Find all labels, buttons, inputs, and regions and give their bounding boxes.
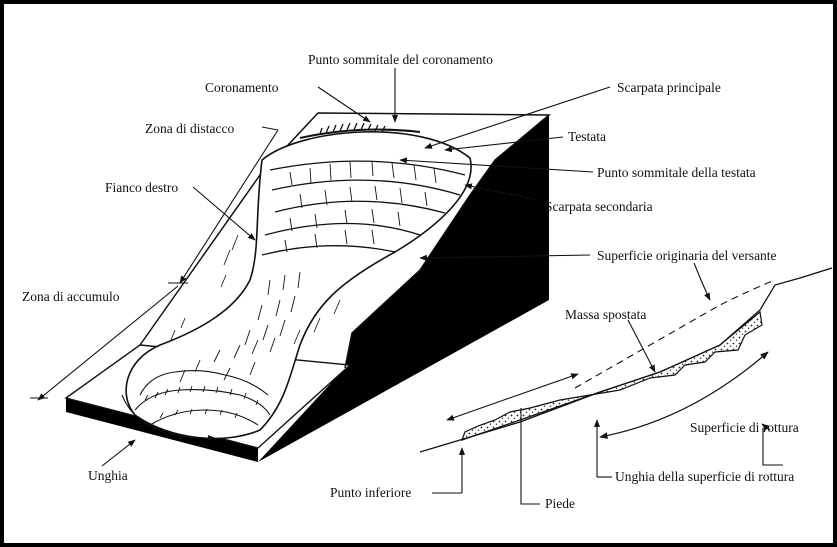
label-detachment-zone: Zona di distacco xyxy=(145,121,234,136)
label-head: Testata xyxy=(568,129,606,144)
label-toe: Unghia xyxy=(88,468,128,483)
label-foot: Piede xyxy=(545,496,575,511)
label-lower-point: Punto inferiore xyxy=(330,485,411,500)
label-displaced-mass: Massa spostata xyxy=(565,307,646,322)
label-crown: Coronamento xyxy=(205,80,279,95)
label-head-top-point: Punto sommitale della testata xyxy=(597,165,756,180)
label-toe-of-rupture-surface: Unghia della superficie di rottura xyxy=(615,469,794,484)
label-rupture-surface: Superficie di rottura xyxy=(690,420,799,435)
label-right-flank: Fianco destro xyxy=(105,180,178,195)
label-crown-top-point: Punto sommitale del coronamento xyxy=(308,52,493,67)
label-main-scarp: Scarpata principale xyxy=(617,80,721,95)
label-accumulation-zone: Zona di accumulo xyxy=(22,289,120,304)
label-original-slope-surface: Superficie originaria del versante xyxy=(597,248,777,263)
label-secondary-scarp: Scarpata secondaria xyxy=(545,199,653,214)
